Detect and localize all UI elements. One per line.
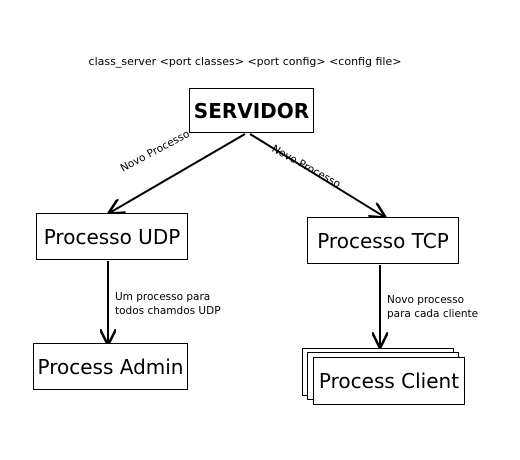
edge-label-udp-admin-line-1: Um processo para — [115, 291, 211, 303]
node-tcp-process: Processo TCP — [307, 217, 459, 264]
edge-label-tcp-client: Novo processo para cada cliente — [387, 293, 478, 321]
edge-label-tcp-client-line-2: para cada cliente — [387, 308, 479, 321]
edge-server-to-tcp — [249, 133, 383, 216]
edge-label-udp-admin-line-2: todos chamdos UDP — [115, 305, 221, 318]
node-process-admin: Process Admin — [33, 343, 188, 390]
node-udp-process: Processo UDP — [36, 213, 188, 260]
node-process-client: Process Client — [313, 357, 465, 405]
node-server: SERVIDOR — [189, 88, 314, 133]
command-caption: class_server <port classes> <port config… — [88, 55, 402, 68]
edge-label-tcp-client-line-1: Novo processo — [387, 294, 465, 306]
edge-server-to-udp — [111, 133, 246, 212]
edge-label-udp-admin: Um processo para todos chamdos UDP — [115, 290, 221, 318]
